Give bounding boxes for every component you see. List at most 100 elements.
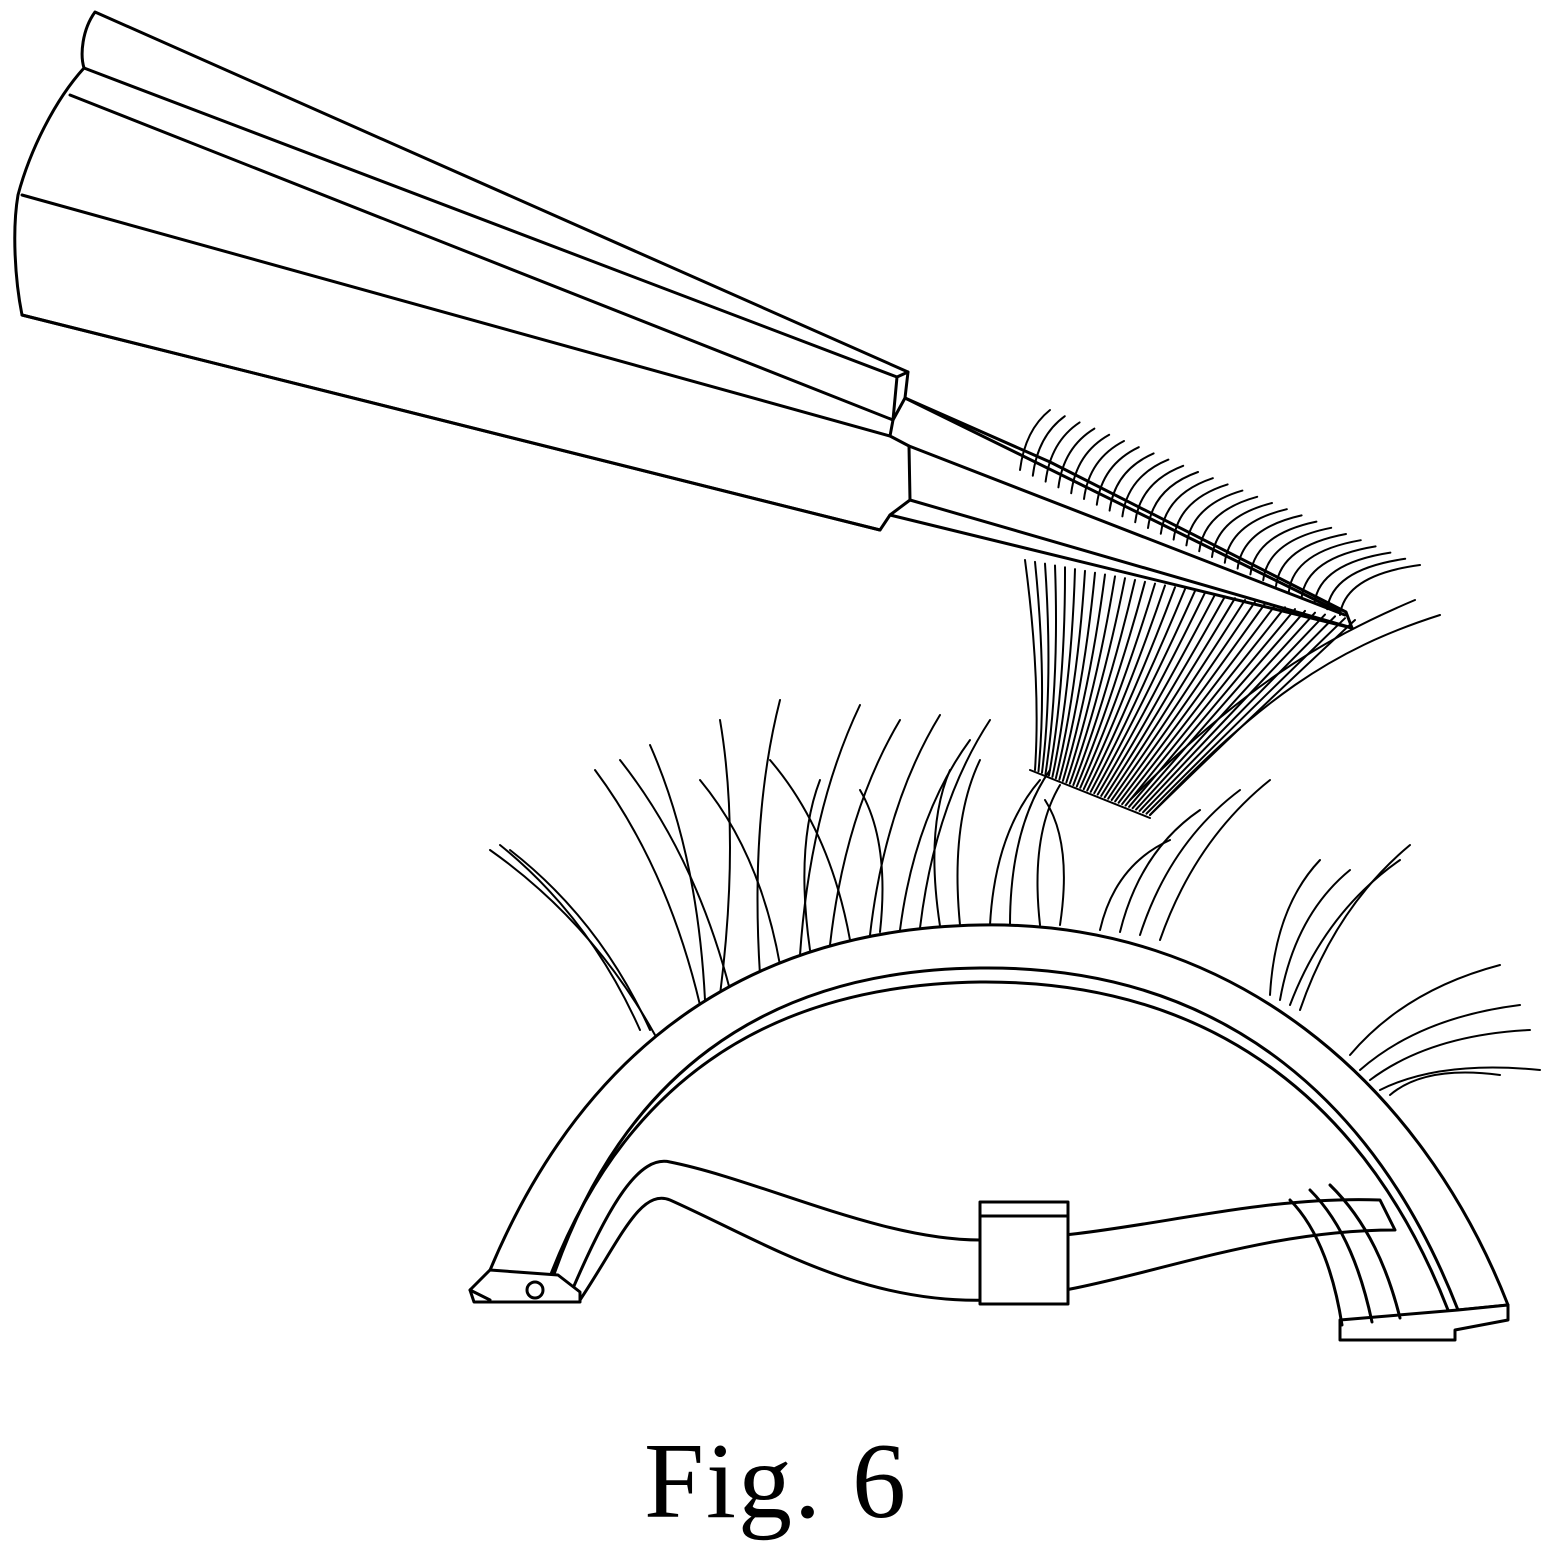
fan-tip-strand xyxy=(1097,447,1139,505)
fan-sweep xyxy=(1130,600,1415,800)
fan-strand xyxy=(1045,565,1056,774)
lash-strand xyxy=(1045,800,1064,925)
fan-strand xyxy=(1084,585,1165,789)
holder-clip xyxy=(980,1202,1068,1304)
lash-fan-held xyxy=(1020,410,1440,818)
fan-tip-strand xyxy=(1340,565,1420,615)
holder-inner-band xyxy=(568,1161,1395,1300)
fan-strand xyxy=(1101,595,1215,796)
fan-sweep xyxy=(1150,615,1440,815)
lash-strand xyxy=(1290,860,1400,1005)
lower-arm-line xyxy=(22,315,880,530)
fan-strand xyxy=(1025,560,1037,770)
lash-strand xyxy=(1038,785,1061,925)
tweezers-joint xyxy=(890,372,910,515)
lash-strand xyxy=(1300,845,1410,1010)
fan-tip-strand xyxy=(1327,559,1405,609)
lash-strand xyxy=(1360,1005,1520,1070)
lash-strand xyxy=(700,780,780,965)
fan-strand xyxy=(1140,615,1325,811)
fan-base-edge xyxy=(1030,770,1150,818)
lash-strand xyxy=(1100,840,1170,930)
fan-strand xyxy=(1049,567,1065,775)
fan-tip-strand xyxy=(1212,503,1272,557)
fan-tip-strand xyxy=(1071,435,1109,493)
fan-strand xyxy=(1115,602,1255,802)
holder-right-strands xyxy=(1290,1185,1400,1325)
fan-tip-strand xyxy=(1084,441,1124,499)
lash-strand xyxy=(1270,860,1320,995)
fan-strand xyxy=(1094,591,1195,793)
fan-strand xyxy=(1112,600,1245,800)
fan-tip-strand xyxy=(1110,453,1154,510)
fan-tip-strand xyxy=(1186,491,1242,546)
lash-strand xyxy=(804,780,820,950)
fan-strand xyxy=(1035,562,1042,772)
fan-strand xyxy=(1147,618,1345,813)
fan-tip-strand xyxy=(1199,497,1257,551)
fan-strand xyxy=(1073,580,1135,785)
fan-strand xyxy=(1126,607,1285,805)
figure-caption: Fig. 6 xyxy=(643,1422,909,1541)
fan-tip-strand xyxy=(1020,410,1050,470)
lash-strand xyxy=(1390,1073,1500,1096)
tip-line-2 xyxy=(909,446,1345,615)
fan-tip-strand xyxy=(1250,522,1316,575)
lash-strand xyxy=(920,720,990,928)
fan-tip-strand xyxy=(1161,478,1213,534)
tweezers xyxy=(15,12,1352,628)
lash-strand xyxy=(510,850,650,1030)
fan-strand xyxy=(1122,605,1275,804)
fan-strand xyxy=(1056,571,1085,778)
holder-inner-arch-line xyxy=(548,982,1448,1310)
fan-tip-strand xyxy=(1289,540,1361,592)
lash-strand xyxy=(860,790,883,932)
fan-tip-strand xyxy=(1238,515,1302,568)
lash-strand xyxy=(1380,1068,1540,1091)
lash-strand xyxy=(720,720,730,995)
lash-strand xyxy=(870,715,940,935)
fan-tip-strand xyxy=(1263,528,1331,580)
fan-strand xyxy=(1129,609,1295,807)
fan-strand xyxy=(1087,587,1175,790)
lash-strand xyxy=(990,780,1040,925)
fan-strand xyxy=(1143,616,1335,812)
lash-strand xyxy=(650,745,705,1000)
lash-strand xyxy=(900,740,970,930)
lash-strand xyxy=(1350,965,1500,1055)
lash-strand xyxy=(958,760,981,925)
fan-strand xyxy=(1108,598,1235,798)
fan-strand xyxy=(1070,578,1125,783)
holder-left-foot xyxy=(470,1270,580,1302)
fan-strand xyxy=(1063,575,1105,781)
lash-strand xyxy=(1370,1030,1530,1080)
fan-strand xyxy=(1066,576,1115,782)
lash-strand xyxy=(800,705,860,955)
fan-tip-strand xyxy=(1122,460,1168,517)
lash-strand xyxy=(500,845,640,1030)
lash-strand xyxy=(1010,770,1050,925)
holder-pin xyxy=(527,1282,543,1298)
fan-strand xyxy=(1091,589,1185,792)
fan-strand xyxy=(1098,593,1205,795)
lash-strand xyxy=(758,700,781,975)
fan-strand xyxy=(1105,596,1225,797)
lash-strands xyxy=(490,700,1540,1095)
fan-tip-strand xyxy=(1148,472,1198,528)
fan-tip-strand xyxy=(1174,484,1228,539)
lash-holder xyxy=(470,925,1508,1340)
tweezers-outline xyxy=(15,12,1352,628)
holder-right-foot xyxy=(1340,1305,1508,1340)
fan-strand xyxy=(1077,582,1145,787)
fan-tip-strand xyxy=(1046,422,1080,481)
holder-left-foot-edge xyxy=(470,1290,490,1300)
lash-strand xyxy=(595,770,700,1005)
lash-strand xyxy=(1280,870,1350,1000)
lash-strand xyxy=(620,760,730,990)
upper-arm-line-2 xyxy=(70,95,893,420)
tip-line-1 xyxy=(905,398,1340,612)
fan-tip-strand xyxy=(1225,509,1287,563)
upper-arm-line-1 xyxy=(84,68,897,377)
fan-tip-strand xyxy=(1058,429,1094,488)
